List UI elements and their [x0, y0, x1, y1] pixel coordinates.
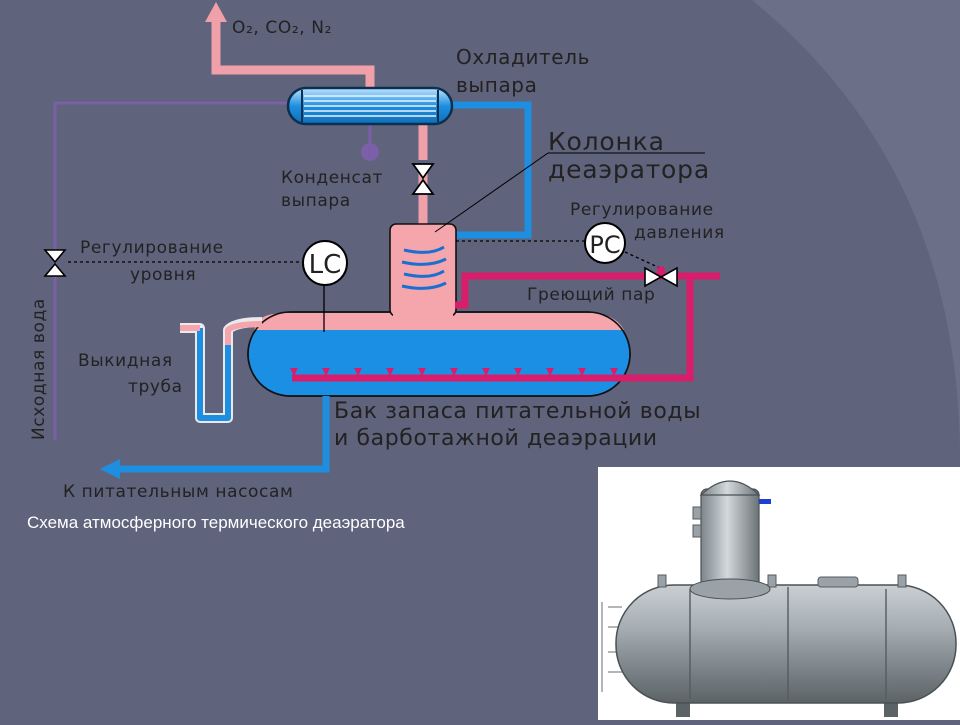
- condensate-drop: [361, 143, 379, 161]
- column-label-1: Колонка: [548, 127, 665, 156]
- pressure-control-line: [456, 240, 661, 269]
- to-pumps-label: К питательным насосам: [63, 482, 293, 502]
- lc-controller-icon: [302, 240, 348, 286]
- overflow-pipe: [180, 317, 263, 423]
- to-pumps-arrow: [100, 459, 120, 479]
- deaerator-photo-icon: [601, 480, 957, 717]
- column-leader-line: [434, 152, 549, 233]
- overflow-label-1: Выкидная: [78, 351, 173, 371]
- gases-label: O₂, CO₂, N₂: [232, 18, 332, 38]
- vent-arrow-up: [205, 2, 227, 22]
- bubbling-nozzles: [290, 368, 618, 376]
- pressure-control-label-1: Регулирование: [570, 200, 714, 220]
- steam-valve-actuator: [657, 266, 665, 274]
- feed-water-pipe: [120, 396, 330, 473]
- tank-label-2: и барботажной деаэрации: [334, 426, 658, 451]
- tank-steam-zone: [254, 313, 624, 330]
- cooling-water-pipe: [445, 101, 532, 239]
- pc-tag: PC: [589, 231, 620, 259]
- cooler-label-2: выпара: [456, 73, 537, 97]
- level-control-label-2: уровня: [130, 265, 196, 285]
- source-water-label: Исходная вода: [29, 298, 49, 440]
- pressure-control-label-2: давления: [634, 223, 725, 243]
- deaerator-column: [389, 223, 457, 318]
- level-control-line: [68, 261, 325, 332]
- heating-steam-pipe: [292, 272, 720, 382]
- level-control-label-1: Регулирование: [80, 238, 224, 258]
- cooler-label-1: Охладитель: [456, 45, 590, 69]
- deaerator-photo: [598, 467, 960, 720]
- level-valve-icon: [43, 249, 67, 277]
- steam-valve-icon: [644, 266, 678, 288]
- lc-tag: LC: [309, 250, 342, 280]
- vapor-cooler: [286, 86, 454, 126]
- condensate-label-2: выпара: [281, 191, 351, 211]
- overflow-label-2: труба: [128, 377, 183, 397]
- column-label-2: деаэратора: [548, 155, 710, 184]
- condensate-valve-icon: [411, 163, 435, 195]
- background-arc: [752, 0, 960, 460]
- tank-label-1: Бак запаса питательной воды: [334, 399, 701, 424]
- slide-caption: Схема атмосферного термического деаэрато…: [27, 513, 405, 532]
- pc-controller-icon: [584, 222, 626, 264]
- heating-steam-label: Греющий пар: [527, 285, 655, 305]
- condensate-label-1: Конденсат: [281, 168, 383, 188]
